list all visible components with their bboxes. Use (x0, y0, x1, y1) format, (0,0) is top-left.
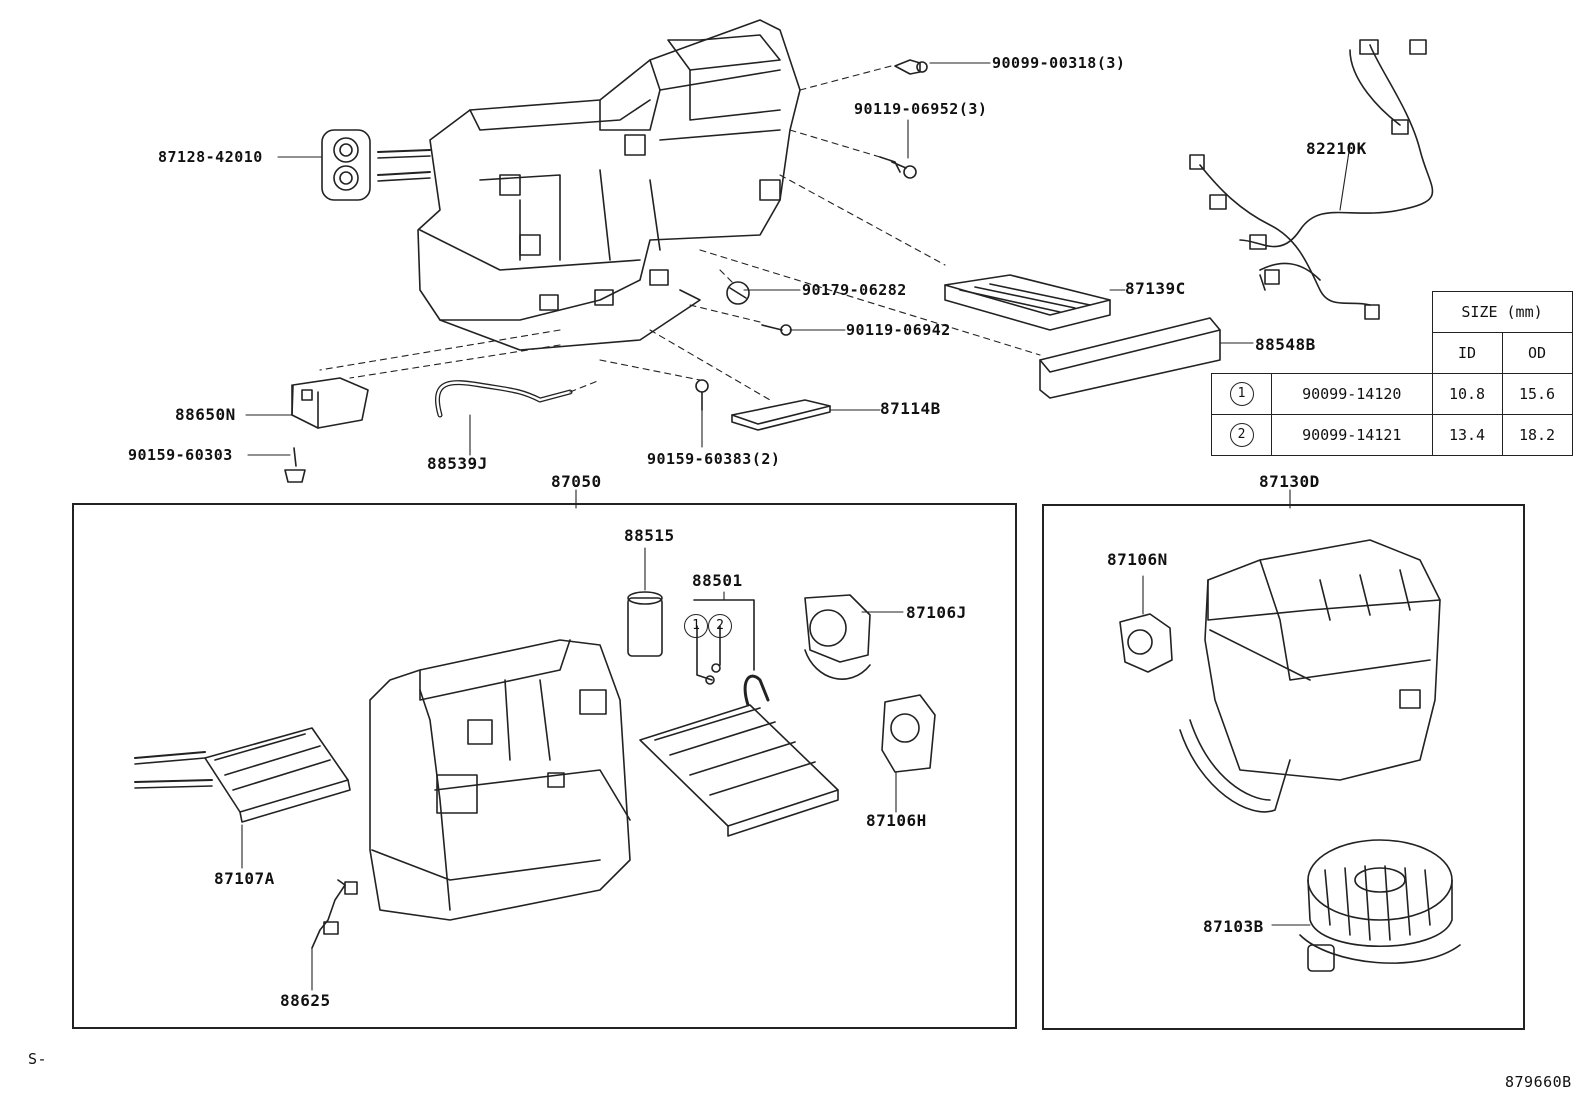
size-table-row: 1 90099-14120 10.8 15.6 (1211, 373, 1573, 415)
o-ring-mark-2: 2 (708, 614, 732, 638)
size-row-od: 15.6 (1501, 373, 1573, 415)
part-label-90159-60303: 90159-60303 (128, 446, 233, 464)
wire-harness-82210K (1189, 39, 1434, 320)
sensor-wire-88625 (311, 879, 358, 949)
part-label-90119-06952: 90119-06952(3) (854, 100, 988, 118)
expansion-valve-88515 (627, 591, 663, 657)
blower-case-87130D (1179, 539, 1441, 813)
size-row-od: 18.2 (1501, 414, 1573, 456)
part-label-87106N: 87106N (1107, 550, 1168, 569)
screw-90119-06952 (879, 156, 917, 179)
part-label-87106J: 87106J (906, 603, 967, 622)
size-row-part: 90099-14121 (1271, 414, 1433, 456)
size-row-id: 13.4 (1431, 414, 1503, 456)
part-label-87103B: 87103B (1203, 917, 1264, 936)
part-label-90119-06942: 90119-06942 (846, 321, 951, 339)
size-row-mark: 1 (1229, 382, 1254, 406)
assembly-box-87130D (1042, 504, 1525, 1030)
actuator-87106N (1119, 613, 1173, 673)
actuator-87106J (804, 594, 871, 680)
evaporator-88501 (639, 674, 839, 837)
filter-cover-88548B (1039, 317, 1221, 399)
sensor-88650N (291, 377, 369, 429)
size-table-row: 2 90099-14121 13.4 18.2 (1211, 414, 1573, 456)
part-label-88650N: 88650N (175, 405, 236, 424)
assembly-box-87050 (72, 503, 1017, 1029)
hvac-case-87050 (369, 639, 631, 921)
blower-motor-87103B (1299, 839, 1461, 972)
size-table-col-od: OD (1501, 332, 1573, 374)
drain-hose-88539J (434, 380, 573, 418)
o-ring-mark-1: 1 (684, 614, 708, 638)
part-label-88548B: 88548B (1255, 335, 1316, 354)
part-label-82210K: 82210K (1306, 139, 1367, 158)
size-table: SIZE (mm) ID OD 1 90099-14120 10.8 15.6 … (1211, 291, 1573, 456)
part-label-88515: 88515 (624, 526, 675, 545)
screw-90159-60383 (695, 379, 709, 411)
grommet-part (321, 129, 371, 201)
part-label-90179-06282: 90179-06282 (802, 281, 907, 299)
part-label-87107A: 87107A (214, 869, 275, 888)
size-row-id: 10.8 (1431, 373, 1503, 415)
part-label-87114B: 87114B (880, 399, 941, 418)
part-label-88539J: 88539J (427, 454, 488, 473)
size-row-part: 90099-14120 (1271, 373, 1433, 415)
actuator-87106H (881, 694, 936, 773)
diagram-id: 879660B (1505, 1073, 1572, 1091)
screw-90159-60303 (284, 447, 306, 483)
part-label-88625: 88625 (280, 991, 331, 1010)
air-filter-87139C (944, 274, 1111, 331)
heater-core-87107A (134, 727, 351, 823)
o-ring-marks (693, 599, 755, 685)
screw-90099-00318 (894, 59, 928, 75)
part-label-87106H: 87106H (866, 811, 927, 830)
size-table-header: SIZE (mm) (1431, 291, 1573, 333)
part-label-90159-60383: 90159-60383(2) (647, 450, 781, 468)
size-table-col-id: ID (1431, 332, 1503, 374)
part-label-87050: 87050 (551, 472, 602, 491)
part-label-87128-42010: 87128-42010 (158, 148, 263, 166)
size-row-mark: 2 (1229, 423, 1254, 447)
part-label-88501: 88501 (692, 571, 743, 590)
part-label-87139C: 87139C (1125, 279, 1186, 298)
corner-mark: S- (28, 1050, 48, 1068)
duct-87114B (731, 399, 831, 431)
clip-90179-06282 (726, 281, 750, 305)
part-label-87130D: 87130D (1259, 472, 1320, 491)
screw-90119-06942 (761, 324, 792, 336)
hvac-unit-top (377, 19, 801, 351)
part-label-90099-00318: 90099-00318(3) (992, 54, 1126, 72)
